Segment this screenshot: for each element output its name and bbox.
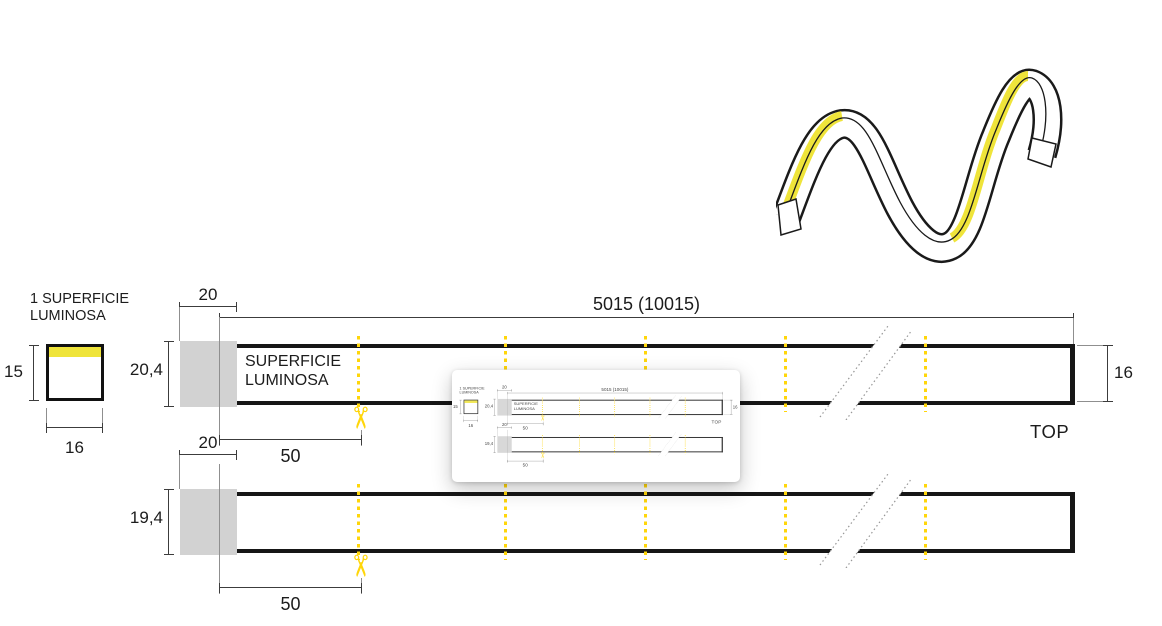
dim-top-right-height: 16 [732,404,738,410]
cut-line [644,484,647,560]
dim-top-total-length: 5015 (10015) [592,294,701,314]
break-mark [819,473,913,568]
dim-line-top-total-length [219,312,1074,323]
cut-line [649,434,651,455]
dim-top-cut-spacing: 50 [522,425,528,431]
break-mark [658,432,682,457]
surface-label-line2: LUMINOSA [513,406,535,412]
dim-cross-width: 16 [65,438,84,457]
cross-section-title: 1 SUPERFICIE LUMINOSA [30,291,160,324]
end-cap-top-strip [180,341,237,407]
cross-section-title-line1: 1 SUPERFICIE [459,386,485,391]
dim-cross-width: 16 [468,423,474,429]
bottom-strip-body [237,492,1075,553]
wave-illustration [776,68,1063,263]
dim-line-bottom-height [163,489,174,555]
cut-line [684,397,686,417]
end-cap-bottom-strip [180,489,237,555]
extension-line [179,307,180,341]
wave-luminous-strip-left [781,111,844,212]
extension-line [219,317,220,446]
cross-section-box [46,344,104,401]
extension-line [46,408,47,428]
extension-line [1073,318,1074,344]
extension-line [1077,345,1113,346]
cut-line [924,484,927,560]
view-label-top: TOP [711,419,722,425]
surface-label-line1: SUPERFICIE [245,353,342,370]
extension-line [179,455,180,489]
cut-line [357,484,360,560]
wave-end-cap-left [777,198,802,236]
surface-label-line2: LUMINOSA [245,372,329,389]
view-label-top: TOP [1030,421,1070,442]
dim-line-bottom-cut-spacing [219,582,362,593]
dim-bottom-height: 19,4 [129,508,163,527]
dim-top-right-height: 16 [1114,363,1133,382]
cut-line [924,336,927,412]
dim-top-cut-spacing: 50 [280,446,301,466]
thumbnail-drawing-preview: 1 SUPERFICIE LUMINOSA 15 16 20 5015 (100… [452,370,740,471]
cut-line [784,336,787,412]
dim-bottom-height: 19,4 [484,441,494,446]
scissors-icon: ✂ [343,405,376,431]
dim-bottom-cut-spacing: 50 [522,462,528,468]
dim-top-cap: 20 [502,384,507,390]
cross-section-title-line2: LUMINOSA [459,390,479,395]
cross-section-title: 1 SUPERFICIE LUMINOSA [460,386,493,394]
dim-top-height: 20,4 [484,403,494,409]
cut-line [541,434,543,455]
wave-body [776,71,1060,261]
cut-line [614,434,616,455]
cut-line [541,397,543,417]
dim-bottom-cap: 20 [502,422,507,427]
top-strip-surface-label: SUPERFICIE LUMINOSA [245,352,341,390]
dim-line-top-cap [179,301,237,312]
extension-line [1077,401,1113,402]
cross-section-luminous-surface [49,347,101,357]
cut-line [784,484,787,560]
cut-line [579,434,580,455]
surface-label-line1: SUPERFICIE [513,401,538,407]
end-cap-top-strip [497,398,512,416]
cross-section-luminous-surface [464,400,478,403]
extension-line [219,464,220,594]
cut-line [579,397,580,417]
dim-bottom-cut-spacing: 50 [280,594,301,614]
end-cap-bottom-strip [497,436,512,453]
dim-line-cross-width [46,422,103,433]
top-strip-body [511,399,723,416]
dim-top-total-length: 5015 (10015) [601,387,629,393]
cut-line [684,434,686,455]
wave-end-cap-right [1027,137,1057,168]
dim-top-height: 20,4 [129,360,163,379]
dim-bottom-cap: 20 [198,433,218,452]
break-mark [819,325,913,420]
extension-line [102,408,103,428]
floating-thumbnail[interactable]: 1 SUPERFICIE LUMINOSA 15 16 20 5015 (100… [452,370,740,482]
bottom-strip-body [511,436,723,453]
scissors-icon: ✂ [343,553,376,579]
break-mark [658,395,682,419]
dim-line-bottom-cap [179,449,237,460]
dim-line-top-cut-spacing [219,434,362,445]
dim-cross-height: 15 [4,362,23,381]
cross-section-title-line1: 1 SUPERFICIE [30,291,130,307]
dim-line-top-height [163,341,174,407]
dim-line-cross-height [28,345,39,401]
cut-line [649,397,651,417]
dim-cross-height: 15 [453,404,458,410]
cut-line [614,397,616,417]
wave-inner-edge [785,77,1047,243]
dim-top-cap: 20 [198,285,218,304]
cross-section-title-line2: LUMINOSA [30,307,106,324]
technical-drawing: 1 SUPERFICIE LUMINOSA 15 16 20 5015 (100… [452,370,740,471]
cut-line [357,336,360,412]
cut-line [504,484,507,560]
cross-section-box [463,399,479,415]
top-strip-surface-label: SUPERFICIE LUMINOSA [514,402,538,412]
dim-line-top-right-height [1102,345,1113,402]
